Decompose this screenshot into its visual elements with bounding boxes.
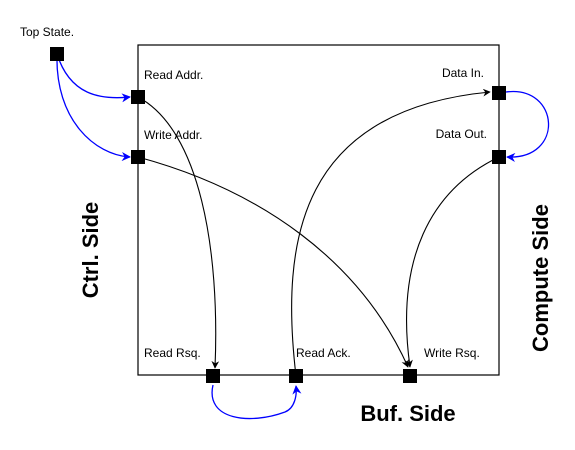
label-write-addr: Write Addr.: [144, 128, 202, 142]
label-read-rsq: Read Rsq.: [144, 346, 201, 360]
node-data-out[interactable]: [492, 150, 506, 164]
edge-data-in-to-data-out: [505, 91, 550, 162]
label-read-ack: Read Ack.: [296, 346, 351, 360]
label-data-out: Data Out.: [436, 127, 487, 141]
label-write-rsq: Write Rsq.: [424, 346, 480, 360]
edge-data-out-to-write-rsq: [405, 156, 500, 368]
edge-read-rsq-to-read-ack: [211, 384, 302, 420]
node-data-in[interactable]: [492, 86, 506, 100]
label-read-addr: Read Addr.: [144, 68, 203, 82]
label-top-state: Top State.: [20, 25, 74, 39]
edge-top-state-to-write-addr: [56, 53, 131, 162]
label-data-in: Data In.: [442, 66, 484, 80]
node-write-rsq[interactable]: [403, 369, 417, 383]
node-write-addr[interactable]: [131, 150, 145, 164]
node-top-state[interactable]: [50, 47, 64, 61]
node-read-rsq[interactable]: [206, 369, 220, 383]
edge-write-addr-to-write-rsq: [137, 156, 409, 368]
edge-top-state-to-read-addr: [56, 53, 131, 103]
side-label-compute: Compute Side: [528, 204, 553, 352]
edge-read-ack-to-data-in: [291, 88, 491, 377]
node-read-ack[interactable]: [289, 369, 303, 383]
node-read-addr[interactable]: [131, 90, 145, 104]
edge-read-addr-to-read-rsq: [137, 96, 220, 369]
side-label-ctrl: Ctrl. Side: [78, 202, 103, 299]
module-box: [137, 44, 500, 376]
side-label-buf: Buf. Side: [360, 401, 455, 426]
